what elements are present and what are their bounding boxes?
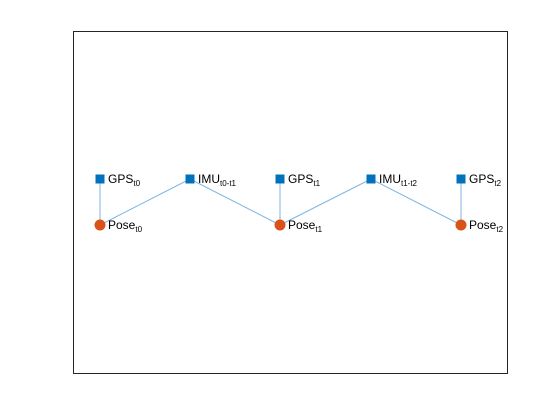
- node-label-subscript: t1: [313, 179, 320, 188]
- node-label-subscript: t1-t2: [401, 179, 418, 188]
- edge-imu_t0_t1-pose_t1: [189, 178, 281, 226]
- node-gps_t0: [95, 174, 105, 184]
- node-label-subscript: t0: [133, 179, 140, 188]
- node-label-pose_t1: Poset1: [288, 218, 323, 234]
- node-label-main: GPS: [469, 172, 494, 186]
- node-label-subscript: t2: [496, 225, 503, 234]
- axes-box: [73, 31, 508, 374]
- node-layer: [94, 174, 467, 231]
- node-pose_t2: [455, 219, 467, 231]
- node-label-main: GPS: [288, 172, 313, 186]
- node-label-pose_t2: Poset2: [469, 218, 504, 234]
- node-label-subscript: t2: [494, 179, 501, 188]
- edge-pose_t0-imu_t0_t1: [99, 178, 191, 226]
- node-label-main: IMU: [379, 172, 401, 186]
- edge-imu_t1_t2-pose_t2: [370, 178, 462, 226]
- node-label-main: GPS: [108, 172, 133, 186]
- node-gps_t2: [456, 174, 466, 184]
- node-label-subscript: t1: [315, 225, 322, 234]
- node-label-gps_t2: GPSt2: [469, 172, 502, 188]
- node-label-pose_t0: Poset0: [108, 218, 143, 234]
- node-imu_t0_t1: [185, 174, 195, 184]
- node-label-gps_t0: GPSt0: [108, 172, 141, 188]
- node-label-main: Pose: [469, 218, 497, 232]
- node-label-main: IMU: [198, 172, 220, 186]
- edge-layer: [99, 178, 462, 226]
- node-label-imu_t1_t2: IMUt1-t2: [379, 172, 418, 188]
- node-label-subscript: t0: [135, 225, 142, 234]
- node-gps_t1: [275, 174, 285, 184]
- node-imu_t1_t2: [366, 174, 376, 184]
- edge-pose_t1-imu_t1_t2: [279, 178, 372, 226]
- node-label-main: Pose: [108, 218, 136, 232]
- node-label-imu_t0_t1: IMUt0-t1: [198, 172, 237, 188]
- node-label-gps_t1: GPSt1: [288, 172, 321, 188]
- node-label-subscript: t0-t1: [220, 179, 237, 188]
- node-pose_t0: [94, 219, 106, 231]
- node-label-main: Pose: [288, 218, 316, 232]
- node-pose_t1: [274, 219, 286, 231]
